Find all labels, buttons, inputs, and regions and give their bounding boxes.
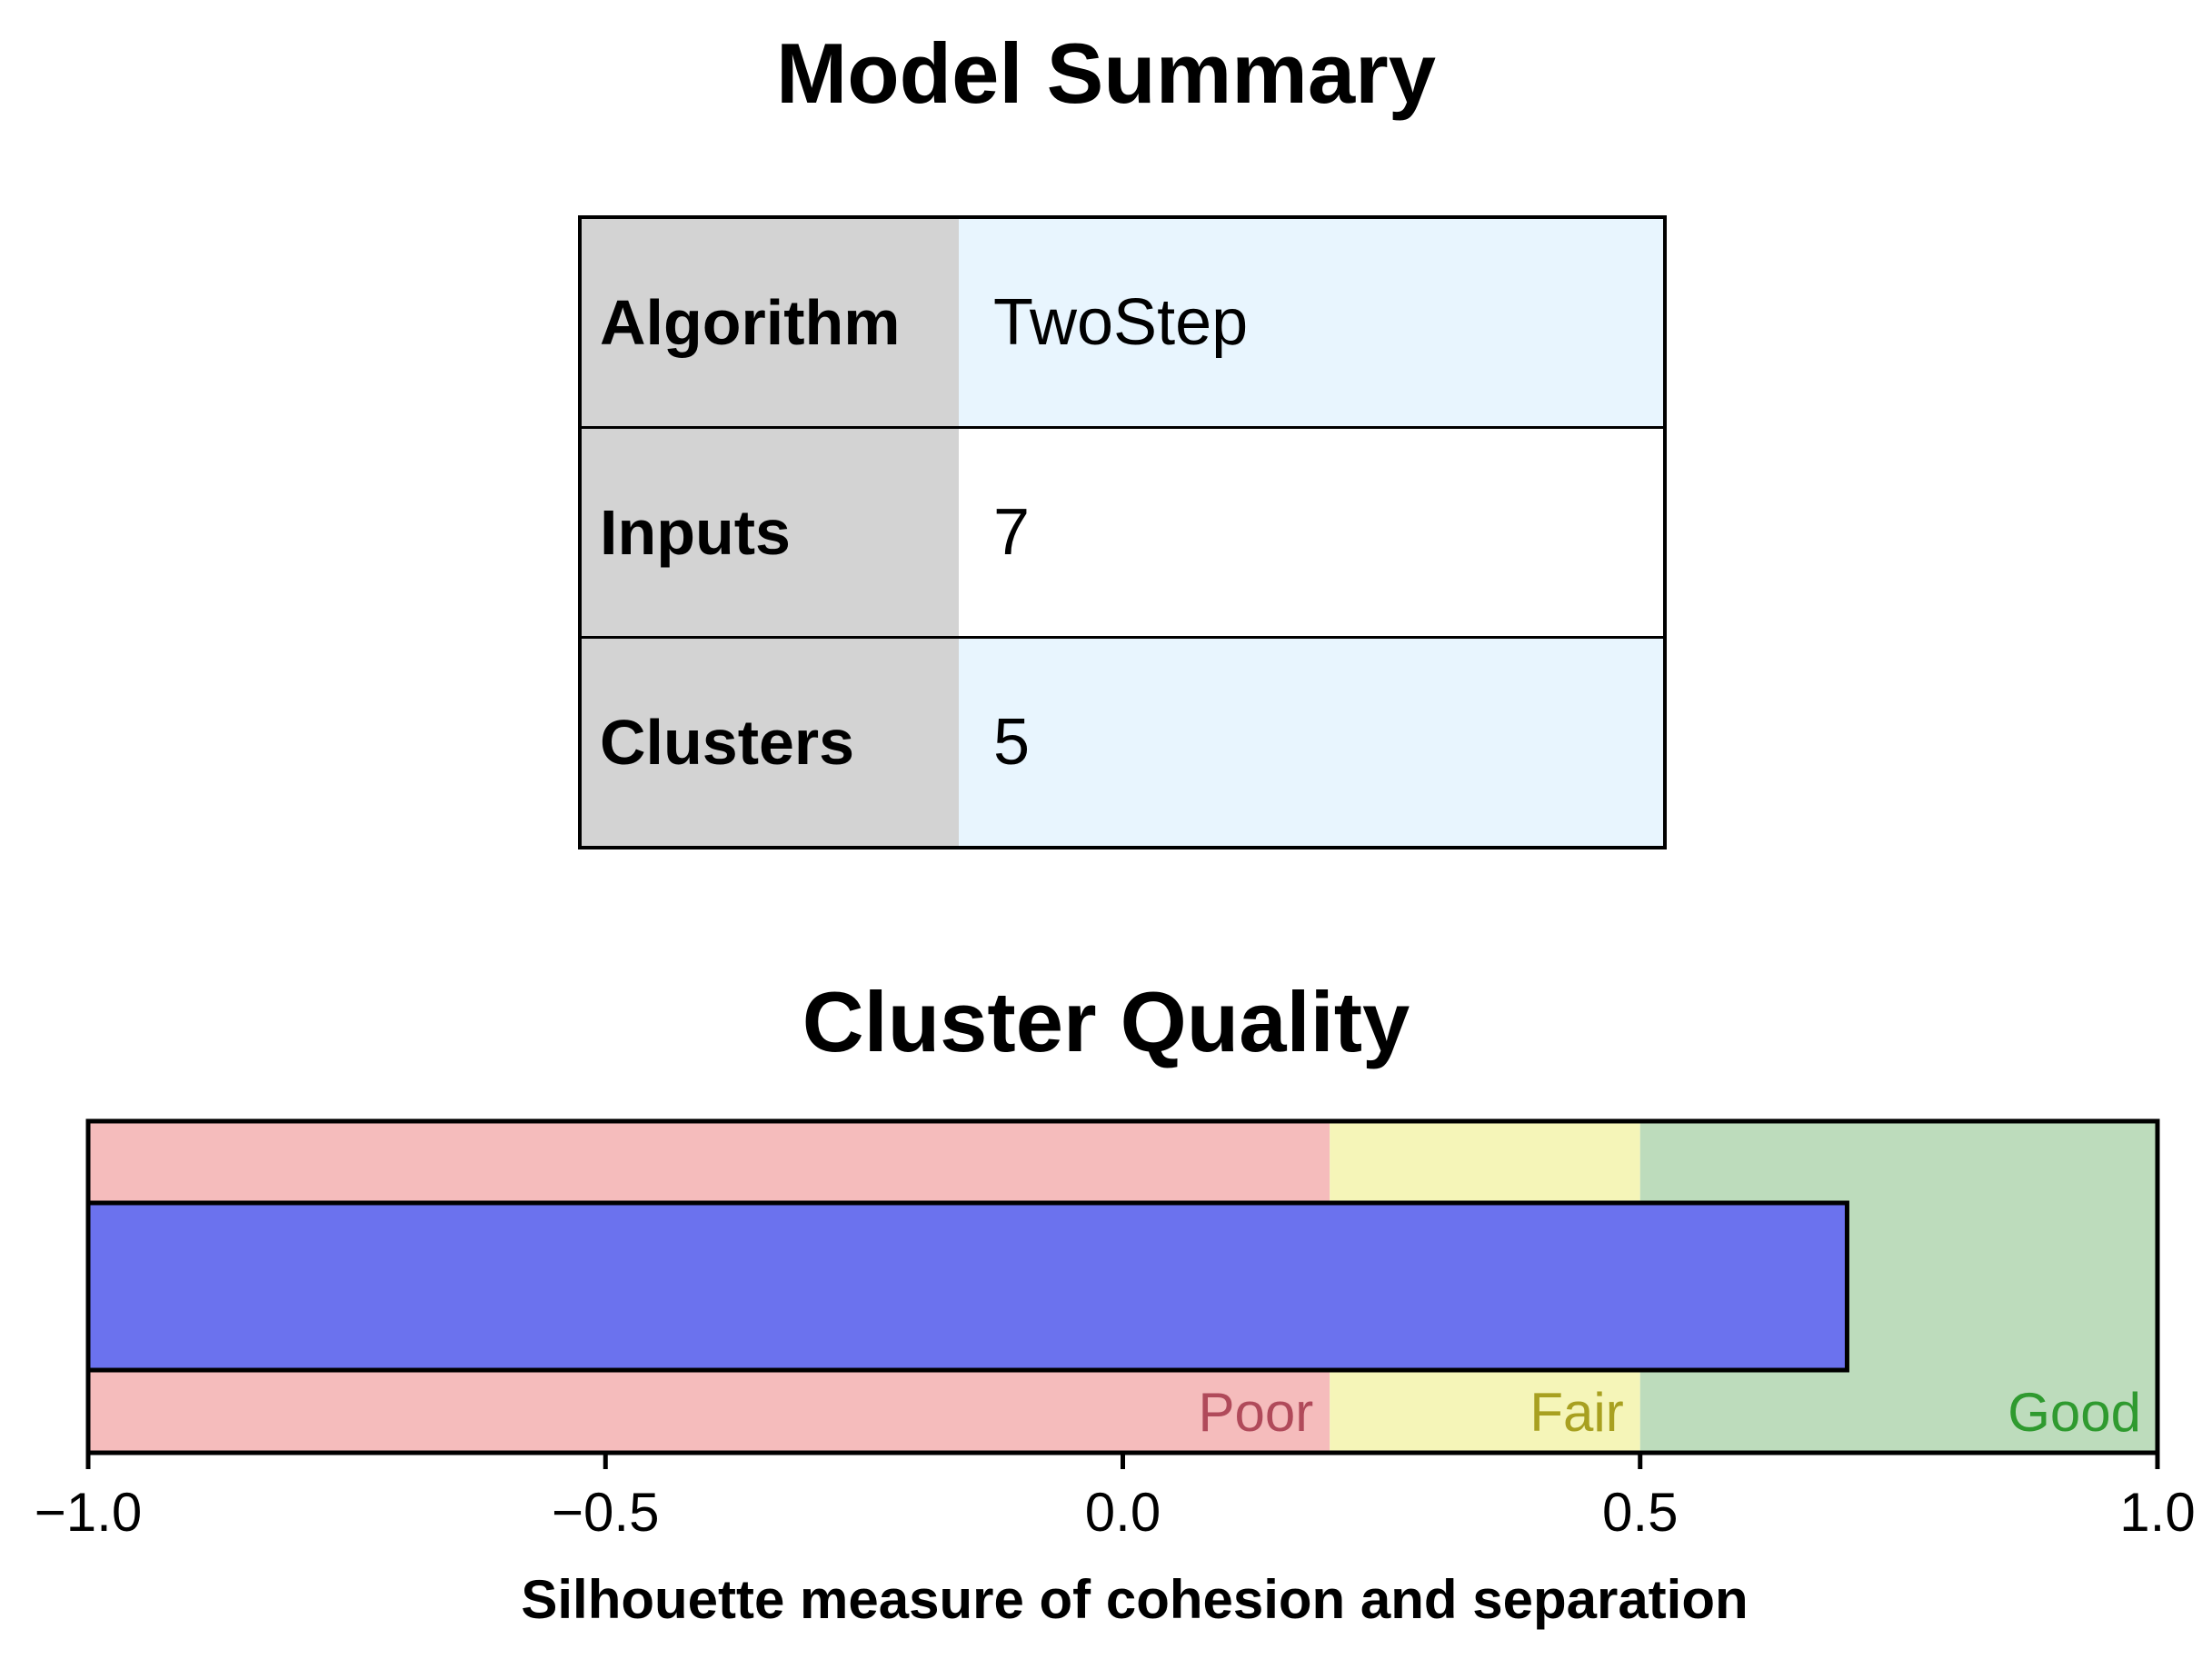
x-tick-label: 1.0: [2119, 1482, 2195, 1543]
model-summary-title: Model Summary: [775, 25, 1437, 121]
model-summary-table: Algorithm TwoStep Inputs 7 Clusters 5: [578, 215, 1667, 849]
x-tick-label: 0.5: [1602, 1482, 1678, 1543]
row-label-inputs: Inputs: [578, 426, 959, 639]
band-label-poor: Poor: [1198, 1382, 1313, 1443]
band-label-good: Good: [2008, 1382, 2141, 1443]
silhouette-bar: [85, 1200, 1849, 1373]
cluster-quality-chart: Poor Fair Good −1.0 −0.5 0.0 0.5 1.0 Silhouett…: [35, 1118, 2196, 1630]
table-row-inputs: Inputs 7: [578, 426, 1667, 639]
row-label-clusters: Clusters: [578, 636, 959, 849]
row-value-algorithm: TwoStep: [959, 215, 1667, 429]
x-tick-label: −1.0: [35, 1482, 142, 1543]
x-axis: −1.0 −0.5 0.0 0.5 1.0: [35, 1453, 2196, 1543]
row-label-algorithm: Algorithm: [578, 215, 959, 429]
row-value-inputs: 7: [959, 426, 1667, 639]
x-tick-label: −0.5: [552, 1482, 659, 1543]
band-label-fair: Fair: [1529, 1382, 1623, 1443]
x-tick-label: 0.0: [1085, 1482, 1161, 1543]
x-axis-title: Silhouette measure of cohesion and separ…: [521, 1569, 1748, 1630]
table-row-algorithm: Algorithm TwoStep: [578, 215, 1667, 429]
row-value-clusters: 5: [959, 636, 1667, 849]
cluster-quality-title: Cluster Quality: [802, 974, 1410, 1069]
table-row-clusters: Clusters 5: [578, 636, 1667, 849]
